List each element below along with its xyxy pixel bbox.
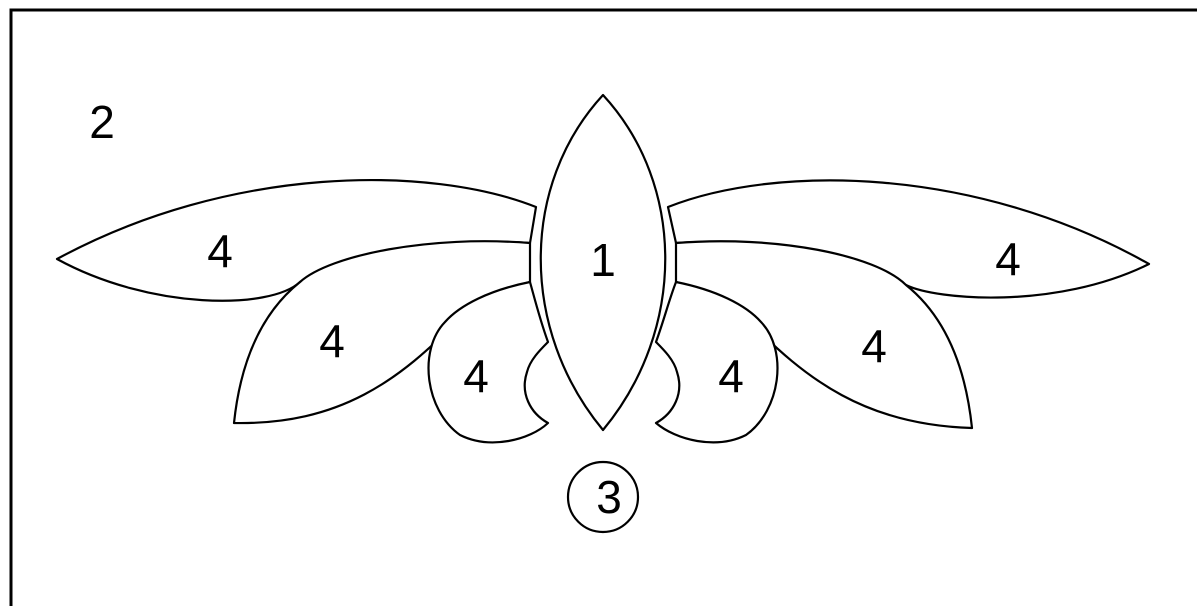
label-outer-left-petal: 4 — [207, 225, 233, 277]
label-circle: 3 — [596, 471, 622, 523]
label-inner-left-petal: 4 — [463, 350, 489, 402]
label-outer-right-petal: 4 — [995, 233, 1021, 285]
label-center-petal: 1 — [590, 234, 616, 286]
label-inner-right-petal: 4 — [718, 350, 744, 402]
label-middle-right-petal: 4 — [861, 320, 887, 372]
label-middle-left-petal: 4 — [319, 315, 345, 367]
label-background: 2 — [89, 96, 115, 148]
